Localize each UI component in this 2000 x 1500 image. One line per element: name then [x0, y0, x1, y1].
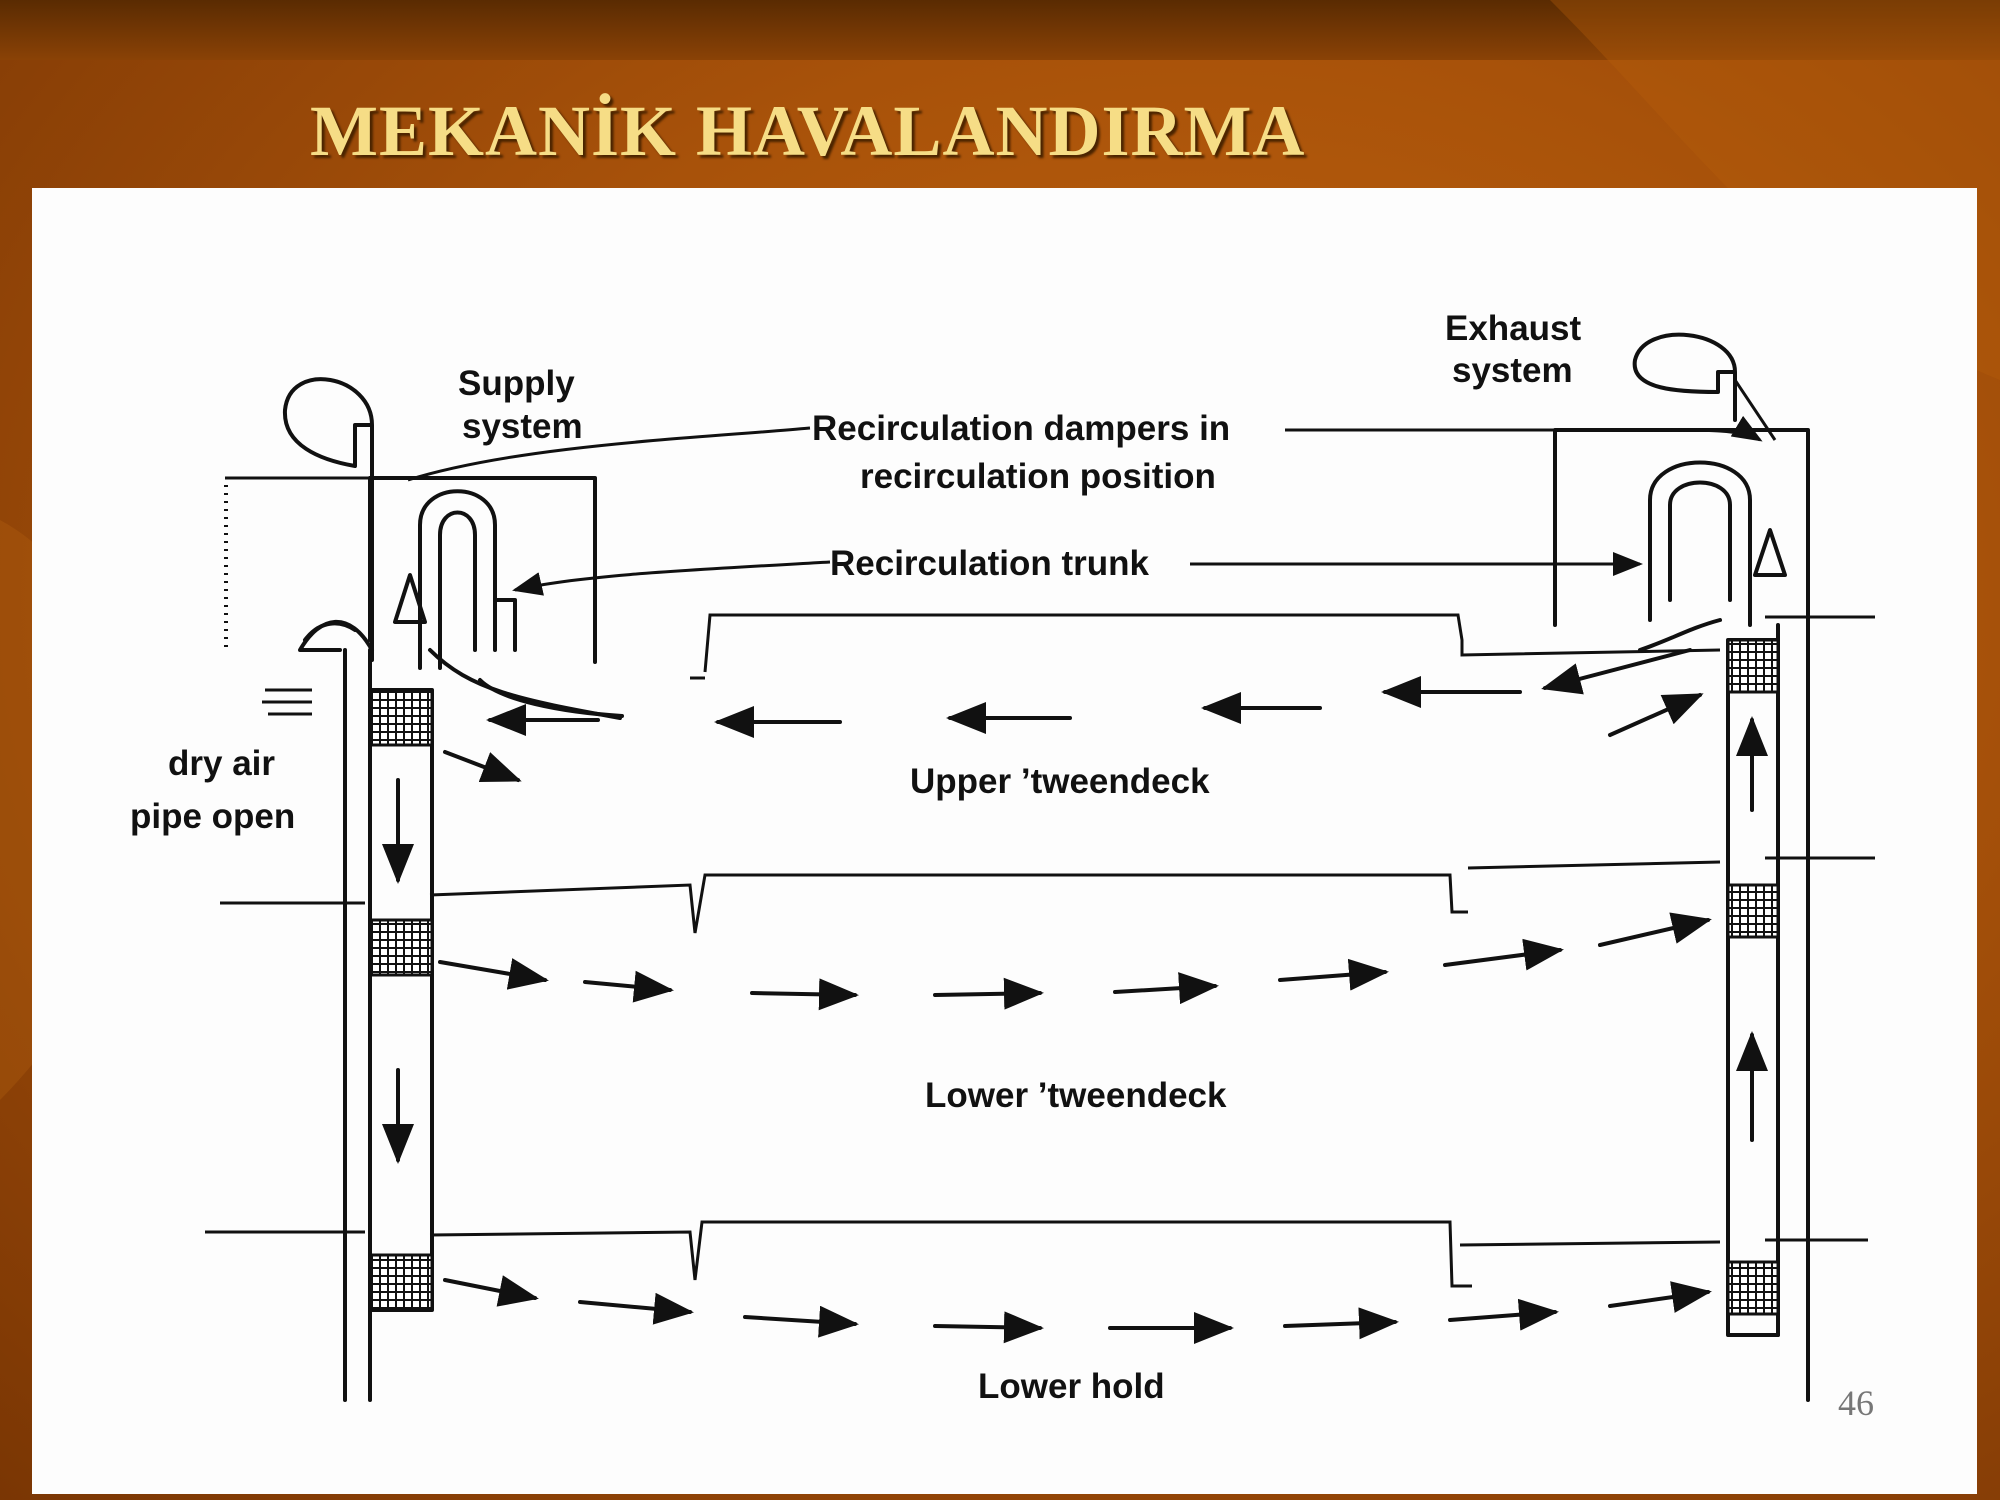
slide-title: MEKANİK HAVALANDIRMA [310, 91, 1306, 171]
lower-hold-label: Lower hold [978, 1367, 1165, 1406]
dry-air-label-line1: dry air [168, 744, 275, 783]
deck-lines [205, 476, 1875, 1288]
slide-top-band [0, 0, 2000, 60]
page-number: 46 [1838, 1383, 1874, 1423]
lower-tweendeck-label: Lower ’tweendeck [925, 1076, 1227, 1115]
leader-lines [407, 415, 1763, 596]
dampers-label-line1: Recirculation dampers in [812, 409, 1230, 448]
exhaust-structure [1553, 332, 1810, 1402]
supply-structure [262, 377, 624, 1402]
upper-tweendeck-label: Upper ’tweendeck [910, 762, 1210, 801]
supply-system-label-line2: system [462, 407, 583, 446]
dry-air-label-line2: pipe open [130, 797, 295, 836]
exhaust-system-label-line1: Exhaust [1445, 309, 1581, 348]
exhaust-system-label-line2: system [1452, 351, 1573, 390]
diagram-panel [32, 188, 1977, 1494]
recirculation-trunk-label: Recirculation trunk [830, 544, 1149, 583]
airflow-arrows [382, 648, 1768, 1344]
supply-system-label-line1: Supply [458, 364, 575, 403]
dampers-label-line2: recirculation position [860, 457, 1216, 496]
